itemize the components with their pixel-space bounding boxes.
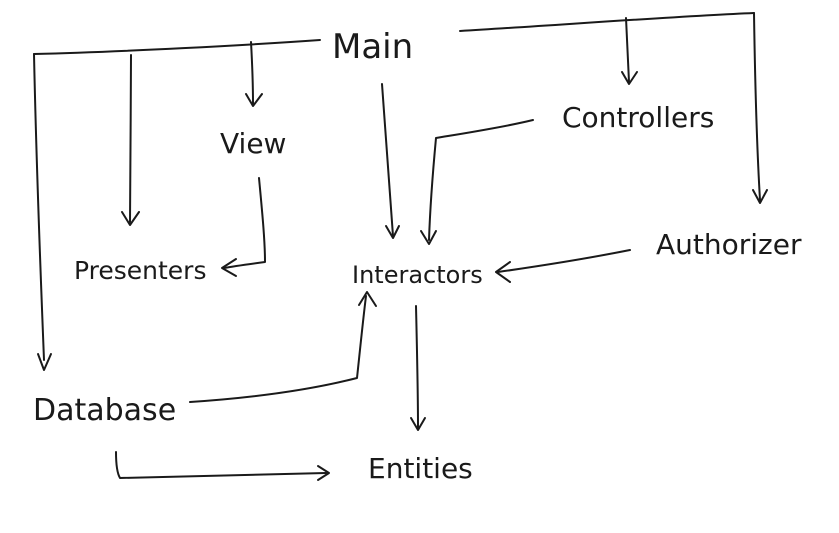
arrowhead-main-interactors bbox=[385, 225, 400, 239]
edge-main-to-database bbox=[33, 53, 45, 361]
node-authorizer: Authorizer bbox=[656, 228, 802, 261]
arrowhead-entities bbox=[410, 417, 426, 431]
node-database: Database bbox=[33, 393, 176, 428]
arrowhead-database bbox=[37, 353, 52, 371]
edge-main-to-presenters bbox=[129, 54, 132, 223]
arrowhead-controllers bbox=[621, 71, 638, 85]
node-presenters: Presenters bbox=[74, 256, 206, 285]
arrowhead-authorizer-interactors bbox=[495, 261, 511, 283]
arrowhead-controllers-interactors bbox=[420, 230, 437, 245]
edge-interactors-to-entities bbox=[415, 305, 419, 429]
arrowhead-authorizer bbox=[752, 189, 768, 204]
edge-authorizer-to-interactors bbox=[497, 249, 631, 273]
edge-main-to-authorizer bbox=[753, 12, 761, 201]
edge-controllers-to-interactors bbox=[428, 119, 534, 241]
edge-database-to-interactors bbox=[189, 295, 367, 403]
node-main: Main bbox=[332, 27, 413, 67]
node-interactors: Interactors bbox=[352, 261, 483, 289]
edge-main-to-controllers bbox=[625, 17, 630, 83]
node-controllers: Controllers bbox=[562, 101, 714, 134]
edge-view-to-presenters bbox=[223, 177, 266, 269]
edge-main-to-view bbox=[250, 41, 254, 105]
edge-main-right-bar bbox=[459, 12, 755, 32]
edge-database-to-entities bbox=[115, 451, 327, 479]
edge-main-left-bar bbox=[33, 39, 321, 55]
arrowhead-database-entities bbox=[317, 465, 330, 481]
arrowhead-view-presenters bbox=[221, 258, 237, 277]
arrowhead-view bbox=[245, 93, 263, 107]
node-view: View bbox=[220, 127, 286, 160]
node-entities: Entities bbox=[368, 452, 473, 485]
arrowhead-presenters bbox=[121, 211, 140, 226]
edge-main-to-interactors bbox=[381, 83, 394, 237]
arrowhead-database-interactors bbox=[358, 291, 377, 307]
